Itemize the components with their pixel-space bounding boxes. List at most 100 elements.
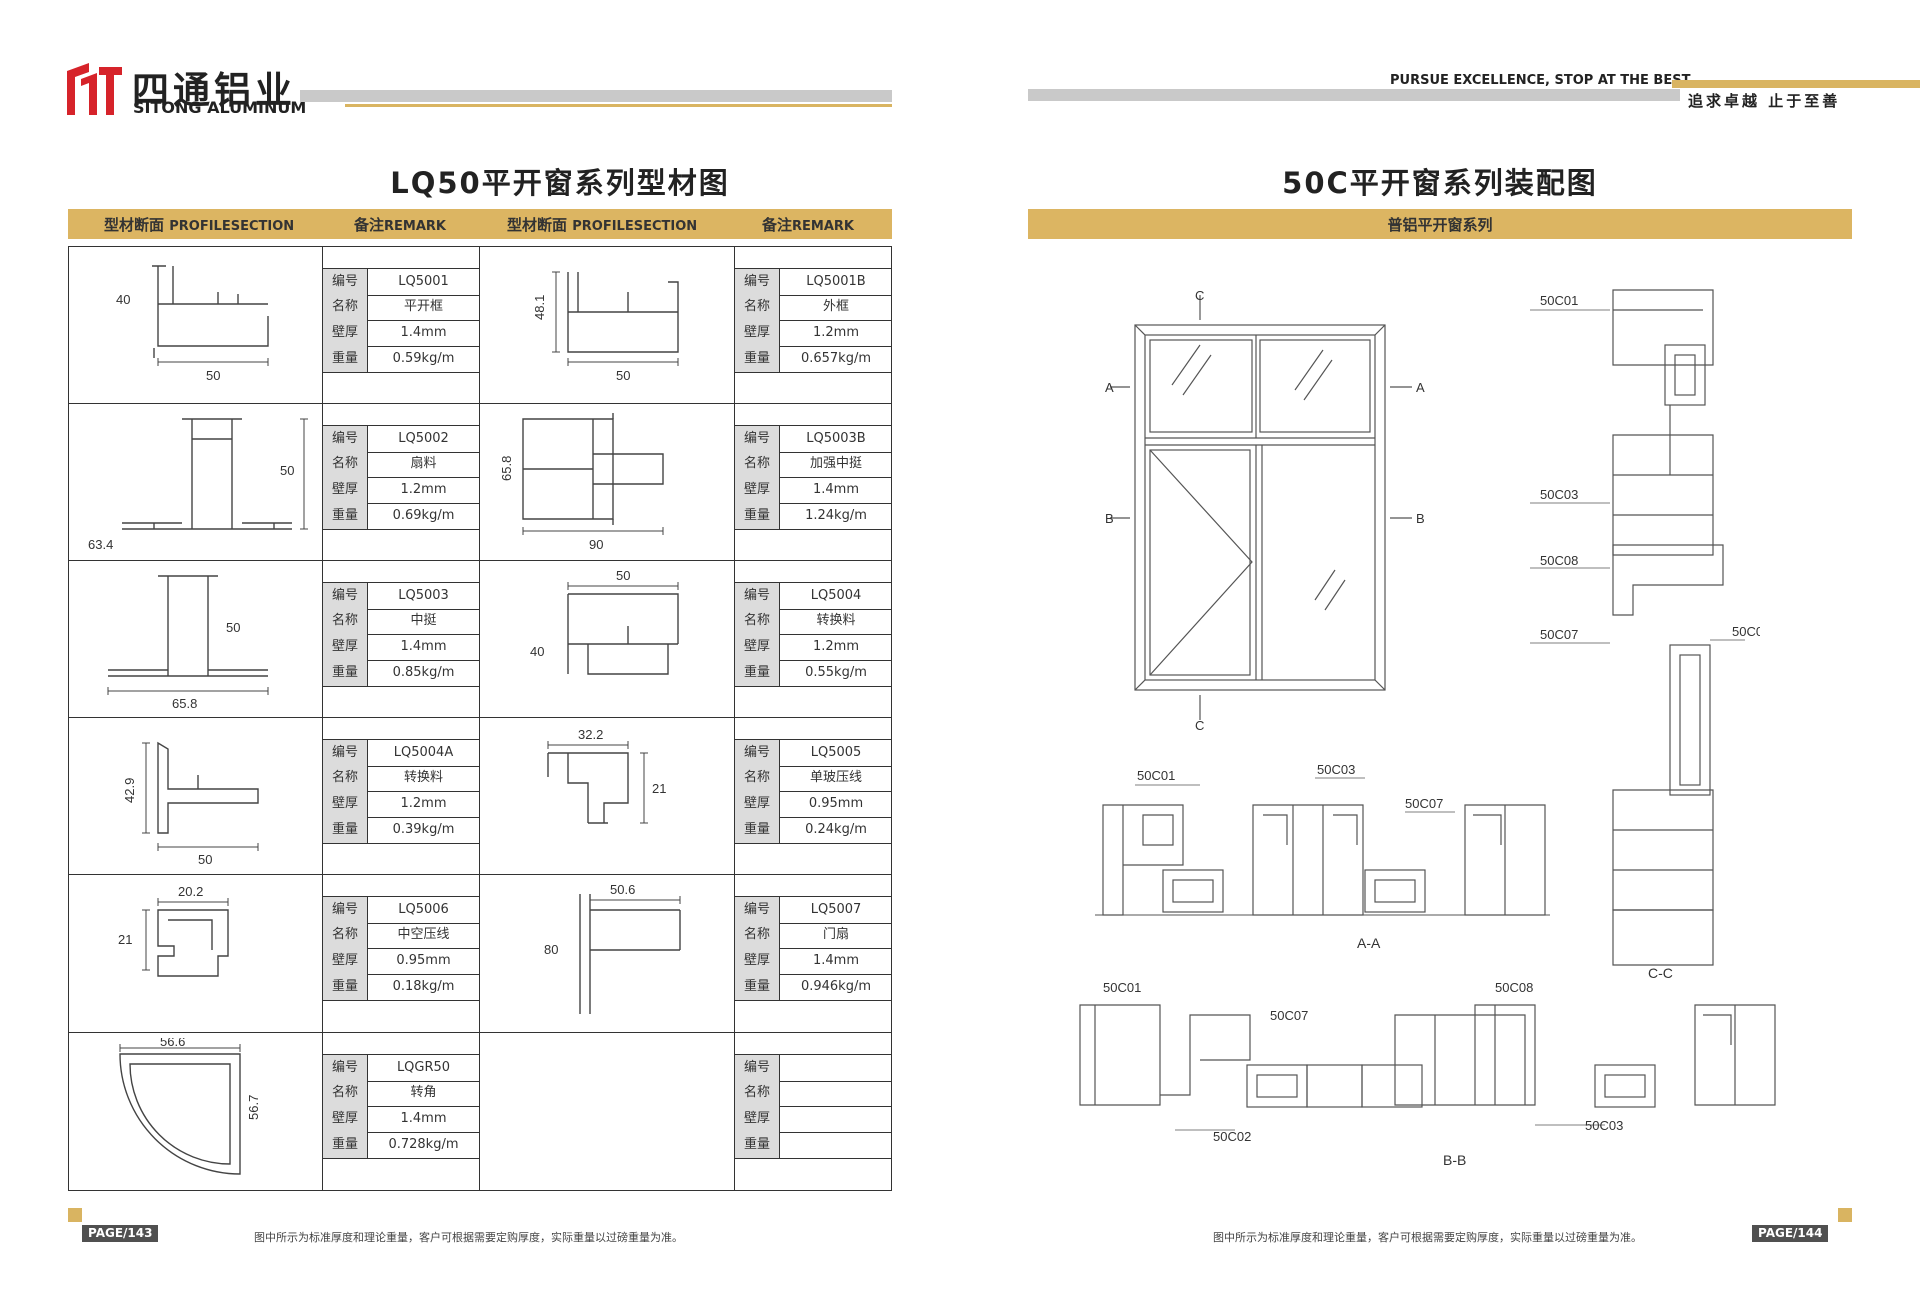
spec-label: 编号 [323, 1055, 368, 1081]
left-header-band: 型材断面 PROFILESECTION 备注REMARK 型材断面 PROFIL… [68, 209, 892, 239]
band-section-cn: 型材断面 [507, 216, 568, 234]
spec-row: 重量 [735, 1132, 892, 1159]
spec-label: 壁厚 [323, 1106, 368, 1132]
table-hline [68, 874, 892, 875]
header-bar-right [1028, 89, 1680, 101]
spec-name: 转换料 [816, 613, 856, 628]
spec-label: 名称 [735, 765, 780, 791]
section-mark-a: A [1416, 380, 1425, 395]
spec-thickness: 0.95mm [808, 796, 864, 811]
spec-label: 编号 [323, 269, 368, 295]
spec-code: LQ5007 [810, 902, 862, 917]
spec-thickness: 1.2mm [812, 325, 859, 340]
section-mark-b: B [1105, 511, 1114, 526]
spec-label: 壁厚 [735, 477, 780, 503]
spec-weight: 0.59kg/m [392, 351, 455, 366]
brand-logo-icon [67, 63, 122, 115]
left-page-title: LQ50平开窗系列型材图 [390, 166, 730, 200]
part-label: 50C02 [1732, 624, 1760, 639]
spec-label: 壁厚 [323, 320, 368, 346]
profile-section-drawing: 56.6 56.7 [98, 1034, 318, 1188]
spec-name: 转换料 [403, 770, 443, 785]
spec-label: 编号 [735, 740, 780, 766]
dim-label: 50 [616, 368, 630, 383]
spec-weight: 1.24kg/m [805, 508, 867, 523]
spec-label: 重量 [735, 660, 780, 686]
spec-label: 壁厚 [735, 320, 780, 346]
spec-label: 壁厚 [735, 791, 780, 817]
dim-label: 50 [226, 620, 240, 635]
spec-row: 编号 [735, 1054, 892, 1082]
spec-label: 名称 [735, 608, 780, 634]
band-section-col1: 型材断面 PROFILESECTION [104, 214, 294, 235]
spec-name: 外框 [822, 299, 849, 314]
spec-label: 壁厚 [735, 1106, 780, 1132]
spec-label: 名称 [323, 922, 368, 948]
part-label: 50C07 [1270, 1008, 1308, 1023]
profile-section-drawing: 65.8 90 [493, 409, 723, 554]
spec-row: 壁厚 [735, 1106, 892, 1133]
spec-row: 名称 转换料 [735, 608, 892, 635]
view-label: A-A [1357, 935, 1381, 951]
spec-weight: 0.55kg/m [805, 665, 867, 680]
brand-name-en: SITONG ALUMINUM [133, 98, 307, 117]
spec-label: 重量 [735, 817, 780, 843]
dim-label: 48.1 [532, 295, 547, 320]
table-vline [479, 246, 480, 1191]
table-border [68, 246, 892, 1191]
spec-thickness: 1.4mm [400, 325, 447, 340]
dim-label: 40 [530, 644, 544, 659]
spec-label: 重量 [323, 346, 368, 372]
dim-label: 90 [589, 537, 603, 552]
spec-name: 平开框 [403, 299, 443, 314]
spec-label: 重量 [323, 503, 368, 529]
spec-label: 重量 [323, 1132, 368, 1158]
spec-row: 名称平开框 [323, 294, 479, 321]
spec-weight: 0.85kg/m [392, 665, 455, 680]
spec-label: 壁厚 [323, 634, 368, 660]
spec-label: 壁厚 [735, 948, 780, 974]
spec-row: 名称单玻压线 [735, 765, 892, 792]
footer-note-right: 图中所示为标准厚度和理论重量，客户可根据需要定购厚度，实际重量以过磅重量为准。 [1213, 1231, 1642, 1244]
spec-thickness: 1.2mm [812, 639, 859, 654]
spec-row: 名称 [735, 1080, 892, 1107]
header-gold-bar-right [1672, 80, 1920, 88]
spec-label: 编号 [735, 583, 780, 609]
spec-row: 重量 0.55kg/m [735, 660, 892, 687]
spec-label: 编号 [735, 897, 780, 923]
band-remark-cn: 备注 [762, 216, 793, 234]
band-remark-en: REMARK [792, 219, 854, 234]
dim-label: 42.9 [122, 778, 137, 803]
brand-name-cn: 四通铝业 [132, 69, 296, 112]
spec-label: 编号 [735, 1055, 780, 1081]
section-mark-c: C [1195, 290, 1204, 303]
spec-row: 壁厚 0.95mm [735, 791, 892, 818]
spec-name: 中挺 [410, 613, 437, 628]
header-bar-left [300, 90, 892, 102]
dim-label: 50 [198, 852, 212, 867]
profile-section-drawing: 40 50 [98, 252, 308, 397]
table-hline [68, 403, 892, 404]
band-remark-col1: 备注REMARK [354, 214, 446, 235]
profile-spec-block: 编号名称壁厚重量 [735, 1054, 892, 1160]
spec-label: 编号 [323, 583, 368, 609]
band-section-cn: 型材断面 [104, 216, 165, 234]
section-a-a-drawing: 50C01 50C03 50C07 A-A [1095, 760, 1550, 960]
spec-row: 重量 0.59kg/m [323, 346, 479, 373]
footer-corner-right [1838, 1208, 1852, 1222]
